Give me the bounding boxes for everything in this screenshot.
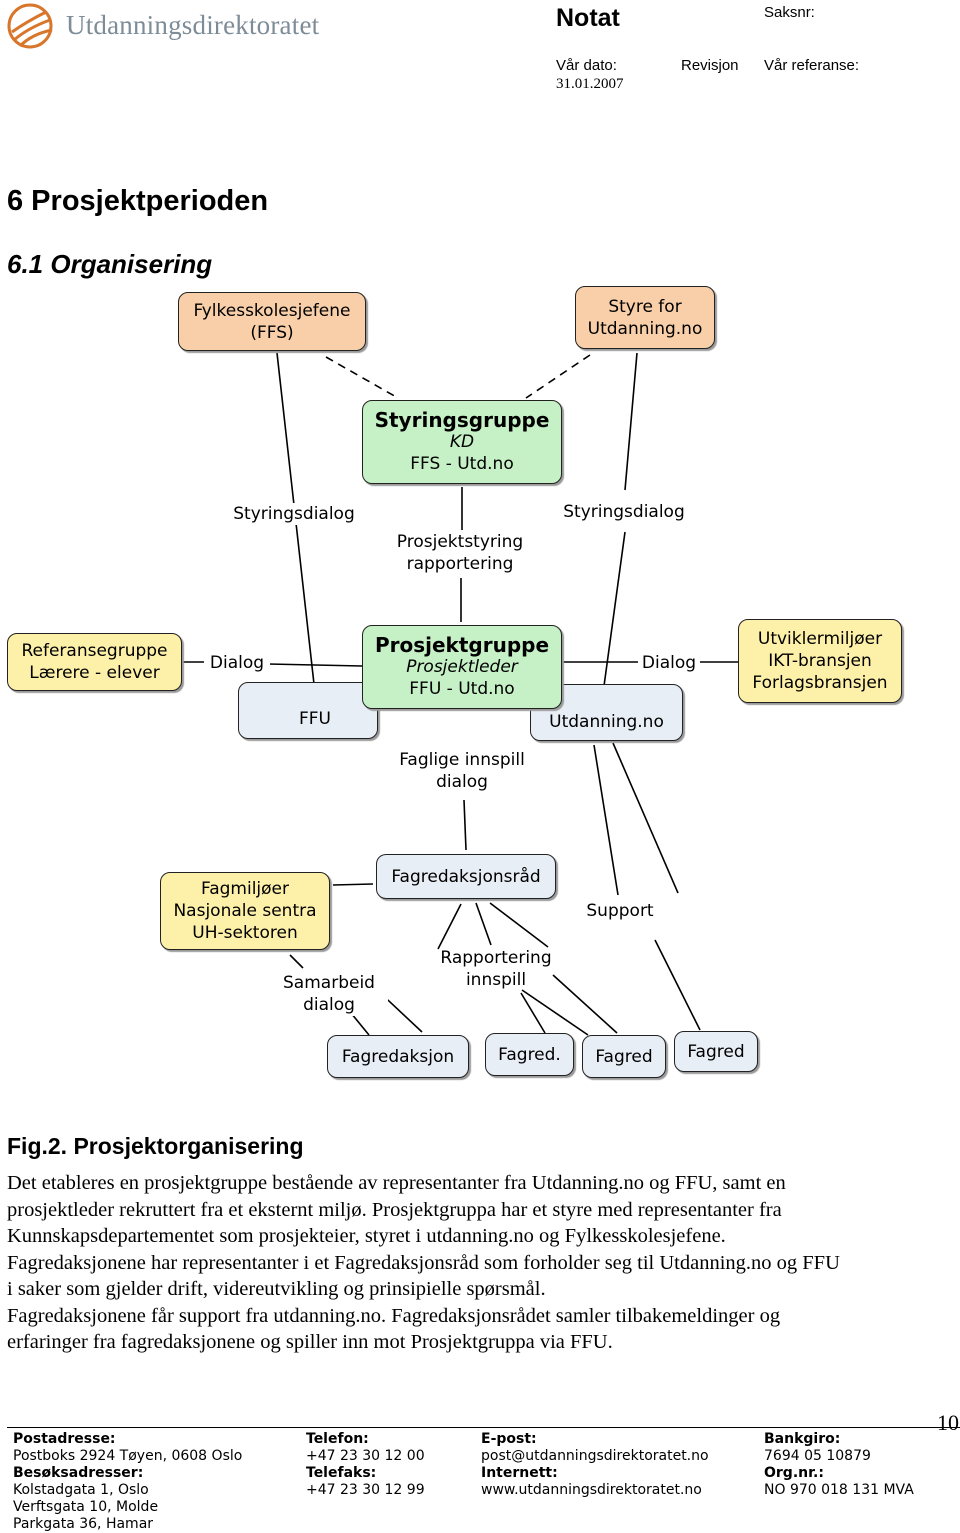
fagmiljo-line-2: Nasjonale sentra <box>173 901 317 921</box>
revision-label: Revisjon <box>681 57 739 74</box>
fagredaksjonsrad-box: Fagredaksjonsråd <box>376 854 556 899</box>
fagredaksjon-box: Fagredaksjon <box>327 1035 469 1078</box>
doc-type: Notat <box>556 4 620 32</box>
orgnr: NO 970 018 131 MVA <box>764 1482 914 1498</box>
footer-divider <box>7 1427 960 1428</box>
styringsgruppe-box: Styringsgruppe KD FFS - Utd.no <box>362 400 562 484</box>
referansegruppe-line-2: Lærere - elever <box>29 663 160 683</box>
prosjektgruppe-title: Prosjektgruppe <box>374 633 550 657</box>
styringsgruppe-line-2: FFS - Utd.no <box>410 454 514 474</box>
prosjektgruppe-line-2: FFU - Utd.no <box>409 679 515 699</box>
styre-line-2: Utdanning.no <box>587 318 703 339</box>
dialog-right: Dialog <box>638 652 700 674</box>
bankgiro: 7694 05 10879 <box>764 1448 871 1464</box>
besoksadresse-1: Kolstadgata 1, Oslo <box>13 1482 149 1498</box>
epost: post@utdanningsdirektoratet.no <box>481 1448 709 1464</box>
styringsgruppe-line-1: KD <box>449 432 475 452</box>
telefon: +47 23 30 12 00 <box>306 1448 425 1464</box>
body-line: Kunnskapsdepartementet som prosjekteier,… <box>7 1225 726 1247</box>
fagredaksjon-label: Fagredaksjon <box>341 1046 455 1067</box>
telefon-label: Telefon: <box>306 1431 369 1447</box>
fagred-label-2: Fagred <box>687 1041 745 1062</box>
internett-label: Internett: <box>481 1465 558 1481</box>
prosjektstyring-label: Prosjektstyring rapportering <box>385 531 535 575</box>
utviklermiljo-line-3: Forlagsbransjen <box>752 673 888 693</box>
postadresse: Postboks 2924 Tøyen, 0608 Oslo <box>13 1448 243 1464</box>
ffu-label: FFU <box>299 709 331 729</box>
samarbeid-label: Samarbeid dialog <box>270 972 388 1016</box>
besoksadresse-2: Verftsgata 10, Molde <box>13 1499 159 1515</box>
rapportering-label: Rapportering innspill <box>432 947 560 991</box>
referansegruppe-box: Referansegruppe Lærere - elever <box>7 633 182 691</box>
styre-box: Styre for Utdanning.no <box>575 286 715 349</box>
body-line: prosjektleder rekruttert fra et eksternt… <box>7 1198 782 1221</box>
support-label: Support <box>580 900 660 922</box>
epost-label: E-post: <box>481 1431 537 1447</box>
bankgiro-label: Bankgiro: <box>764 1431 841 1447</box>
body-line: Fagredaksjonene får support fra utdannin… <box>7 1304 781 1327</box>
faglige-line-2: dialog <box>436 772 488 792</box>
figure-caption: Fig.2. Prosjektorganisering <box>7 1133 304 1159</box>
prosjektstyring-line-2: rapportering <box>406 554 514 574</box>
samarbeid-line-2: dialog <box>303 995 355 1015</box>
rapportering-line-1: Rapportering <box>440 948 552 968</box>
footer-col-phone: Telefon: +47 23 30 12 00 Telefaks: +47 2… <box>306 1431 425 1499</box>
heading-1: 6 Prosjektperioden <box>7 185 269 217</box>
fagred-label-1: Fagred <box>595 1046 653 1067</box>
ffu-box: FFU <box>238 682 378 739</box>
faglige-line-1: Faglige innspill <box>399 750 525 770</box>
fagredaksjonsrad-label: Fagredaksjonsråd <box>391 866 541 887</box>
postadresse-label: Postadresse: <box>13 1431 116 1447</box>
utviklermiljo-line-2: IKT-bransjen <box>768 651 872 671</box>
fagred-box-1: Fagred <box>582 1035 666 1078</box>
fagmiljo-line-3: UH-sektoren <box>192 923 298 943</box>
body-text: Det etableres en prosjektgruppe beståend… <box>7 1170 959 1356</box>
orgnr-label: Org.nr.: <box>764 1465 824 1481</box>
saksnr-label: Saksnr: <box>764 4 815 21</box>
body-line: Det etableres en prosjektgruppe beståend… <box>7 1172 786 1194</box>
dialog-left: Dialog <box>204 652 270 674</box>
styringsdialog-right: Styringsdialog <box>556 501 692 523</box>
ffs-line-1: Fylkesskolesjefene <box>193 300 351 321</box>
footer-col-address: Postadresse: Postboks 2924 Tøyen, 0608 O… <box>13 1431 242 1533</box>
fagred-dot-box: Fagred. <box>485 1033 574 1076</box>
fagmiljo-box: Fagmiljøer Nasjonale sentra UH-sektoren <box>160 872 330 950</box>
utviklermiljo-line-1: Utviklermiljøer <box>757 629 883 649</box>
date-value: 31.01.2007 <box>556 76 624 92</box>
prosjektgruppe-box: Prosjektgruppe Prosjektleder FFU - Utd.n… <box>362 625 562 709</box>
reference-label: Vår referanse: <box>764 57 860 74</box>
ffs-line-2: (FFS) <box>250 322 294 343</box>
utdanning-label: Utdanning.no <box>549 712 664 732</box>
logo-text: Utdanningsdirektoratet <box>66 10 320 40</box>
date-label: Vår dato: <box>556 57 617 74</box>
footer-col-web: E-post: post@utdanningsdirektoratet.no I… <box>481 1431 709 1499</box>
fagred-dot-label: Fagred. <box>498 1044 561 1065</box>
faglige-label: Faglige innspill dialog <box>387 749 537 793</box>
ffs-box: Fylkesskolesjefene (FFS) <box>178 292 366 351</box>
besoksadresse-3: Parkgata 36, Hamar <box>13 1516 154 1532</box>
prosjektgruppe-line-1: Prosjektleder <box>406 657 518 677</box>
page-number: 10 <box>937 1410 959 1435</box>
utviklermiljo-box: Utviklermiljøer IKT-bransjen Forlagsbran… <box>738 619 902 703</box>
prosjektstyring-line-1: Prosjektstyring <box>396 532 524 552</box>
besoksadresser-label: Besøksadresser: <box>13 1465 144 1481</box>
samarbeid-line-1: Samarbeid <box>283 973 375 993</box>
body-line: Fagredaksjonene har representanter i et … <box>7 1251 840 1274</box>
telefaks: +47 23 30 12 99 <box>306 1482 425 1498</box>
telefaks-label: Telefaks: <box>306 1465 377 1481</box>
body-line: i saker som gjelder drift, videreutvikli… <box>7 1278 546 1300</box>
fagmiljo-line-1: Fagmiljøer <box>200 879 289 899</box>
styre-line-1: Styre for <box>608 296 682 317</box>
fagred-box-2: Fagred <box>674 1031 758 1072</box>
styringsgruppe-title: Styringsgruppe <box>374 408 550 432</box>
logo-icon <box>7 3 53 49</box>
referansegruppe-line-1: Referansegruppe <box>21 641 168 661</box>
rapportering-line-2: innspill <box>465 970 527 990</box>
internett: www.utdanningsdirektoratet.no <box>481 1482 702 1498</box>
body-line: erfaringer fra fagredaksjonene og spille… <box>7 1331 613 1353</box>
diagram-connectors <box>182 352 738 1036</box>
heading-2: 6.1 Organisering <box>7 249 213 279</box>
footer-col-bank: Bankgiro: 7694 05 10879 Org.nr.: NO 970 … <box>764 1431 914 1499</box>
styringsdialog-left: Styringsdialog <box>224 503 364 525</box>
